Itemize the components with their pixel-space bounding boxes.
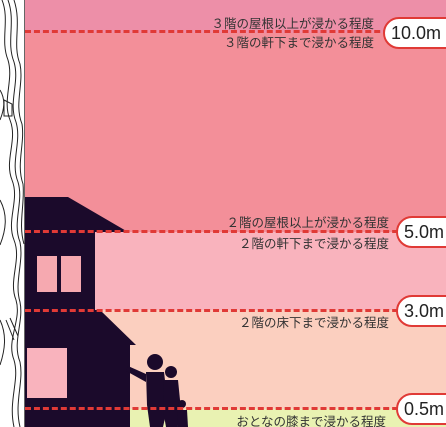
label-10m-line1: ３階の屋根以上が浸かる程度: [211, 16, 374, 31]
depth-badge-3m: 3.0m: [396, 295, 446, 327]
label-5m-line2: ２階の軒下まで浸かる程度: [238, 236, 389, 251]
people-silhouette-icon: [126, 354, 188, 427]
label-3m-line1: ２階の床下まで浸かる程度: [238, 315, 389, 330]
depth-line-0.5m: [25, 407, 425, 410]
band-below-0.5m: [25, 409, 446, 427]
depth-badge-10m: 10.0m: [383, 17, 446, 49]
depth-line-3m: [25, 309, 425, 312]
band-3m-to-5m: [25, 232, 446, 310]
depth-line-10m: [25, 30, 425, 33]
house-icon: [25, 197, 136, 427]
label-10m-line2: ３階の軒下まで浸かる程度: [223, 35, 374, 50]
label-0.5m-line1: おとなの膝まで浸かる程度: [236, 414, 386, 427]
depth-badge-5m: 5.0m: [396, 216, 446, 248]
band-above-10m: [25, 0, 446, 33]
label-5m-line1: ２階の屋根以上が浸かる程度: [226, 215, 389, 230]
map-contour-strip: [0, 0, 25, 427]
band-5m-to-10m: [25, 33, 446, 232]
depth-badge-0.5m: 0.5m: [396, 393, 446, 425]
depth-line-5m: [25, 230, 425, 233]
